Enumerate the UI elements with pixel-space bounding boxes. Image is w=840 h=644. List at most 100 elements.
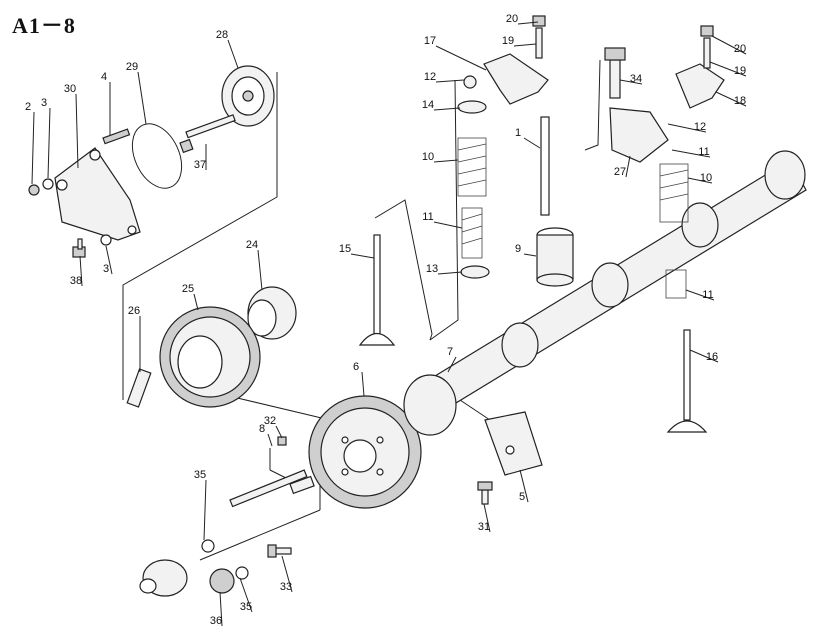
callout-c3a: 3 xyxy=(41,97,51,179)
exhaust-spring xyxy=(659,163,689,299)
callout-number: 36 xyxy=(210,615,222,627)
callout-c30: 30 xyxy=(64,83,79,169)
tappet xyxy=(536,227,574,287)
callout-c35b: 35 xyxy=(239,577,253,613)
callout-c7: 7 xyxy=(447,346,457,373)
callout-leader-line xyxy=(711,35,747,55)
drive-spindle xyxy=(229,469,308,508)
callout-leader-line xyxy=(31,111,35,185)
callout-number: 26 xyxy=(128,305,140,317)
callout-number: 8 xyxy=(259,423,265,435)
flange-wheel xyxy=(221,65,275,127)
callout-number: 12 xyxy=(424,71,436,83)
callout-number: 33 xyxy=(280,581,292,593)
callout-leader-line xyxy=(523,253,537,257)
callout-number: 20 xyxy=(734,43,746,55)
callout-leader-line xyxy=(350,253,375,259)
callout-leader-line xyxy=(219,591,223,627)
callout-leader-line xyxy=(447,356,457,373)
callout-leader-line xyxy=(513,43,537,47)
callout-leader-line xyxy=(667,123,707,133)
callout-leader-line xyxy=(105,245,113,275)
callout-leader-line xyxy=(523,137,541,149)
callout-c12b: 12 xyxy=(667,121,707,133)
callout-c12a: 12 xyxy=(424,71,465,83)
cover-plate xyxy=(54,147,141,241)
callout-c29: 29 xyxy=(126,61,147,125)
callout-number: 30 xyxy=(64,83,76,95)
callout-number: 7 xyxy=(447,346,453,358)
callout-c19a: 19 xyxy=(502,35,537,47)
callout-leader-line xyxy=(715,91,747,107)
push-rod xyxy=(540,116,550,216)
callout-number: 29 xyxy=(126,61,138,73)
callout-leader-line xyxy=(47,107,51,179)
callout-leader-line xyxy=(435,45,487,71)
callout-number: 19 xyxy=(734,65,746,77)
callout-c2: 2 xyxy=(25,101,35,185)
callout-c11c: 11 xyxy=(685,289,715,301)
callout-number: 37 xyxy=(194,159,206,171)
figure-title: A1－8 xyxy=(12,13,76,38)
camshaft xyxy=(403,150,807,436)
callout-leader-line xyxy=(433,107,461,111)
callout-number: 9 xyxy=(515,243,521,255)
callout-leader-line xyxy=(361,371,365,397)
woodruff-key xyxy=(277,436,315,495)
callout-number: 10 xyxy=(422,151,434,163)
rocker-support xyxy=(609,107,669,163)
callout-number: 31 xyxy=(478,521,490,533)
long-bolt xyxy=(179,114,236,154)
callout-leader-line xyxy=(239,577,253,613)
callout-c38: 38 xyxy=(70,255,83,287)
callout-number: 2 xyxy=(25,101,31,113)
idler-gear xyxy=(159,306,261,408)
callout-c37: 37 xyxy=(194,144,207,171)
callout-number: 6 xyxy=(353,361,359,373)
exhaust-valve xyxy=(666,329,708,433)
callout-leader-line xyxy=(483,503,491,533)
callout-c16: 16 xyxy=(689,349,719,363)
callout-number: 17 xyxy=(424,35,436,47)
callout-c10a: 10 xyxy=(422,151,459,163)
callout-c5: 5 xyxy=(519,469,529,503)
callout-number: 11 xyxy=(422,211,433,223)
callout-leader-line xyxy=(257,249,263,291)
callout-leader-line xyxy=(437,271,463,275)
drive-housing xyxy=(139,539,215,597)
callout-number: 5 xyxy=(519,491,525,503)
spring-retainer-top xyxy=(457,75,487,114)
callout-leader-line xyxy=(685,289,715,301)
housing-screw xyxy=(267,481,493,558)
callout-c27: 27 xyxy=(614,155,631,178)
valve-spring-outer xyxy=(457,137,487,197)
callout-leader-line xyxy=(227,39,239,69)
callout-c28: 28 xyxy=(216,29,239,69)
callout-number: 10 xyxy=(700,172,712,184)
spring-seat xyxy=(460,265,490,279)
callout-leader-line xyxy=(203,479,207,541)
callout-number: 4 xyxy=(101,71,107,83)
callout-number: 11 xyxy=(702,289,713,301)
callout-leader-line xyxy=(625,155,631,178)
callout-leader-line xyxy=(689,349,719,363)
callout-leader-line xyxy=(709,61,747,77)
callout-c20a: 20 xyxy=(506,13,539,25)
callout-number: 16 xyxy=(706,351,718,363)
callout-c4: 4 xyxy=(101,71,111,136)
callout-c15: 15 xyxy=(339,243,375,259)
callout-c18: 18 xyxy=(715,91,747,107)
callout-leader-line xyxy=(193,293,199,311)
callout-c33: 33 xyxy=(280,555,293,593)
thrust-plate xyxy=(484,411,543,476)
callout-number: 24 xyxy=(246,239,258,251)
callout-leader-line xyxy=(519,469,529,503)
callout-number: 12 xyxy=(694,121,706,133)
callout-leader-line xyxy=(137,71,147,125)
callout-c36: 36 xyxy=(210,591,223,627)
callout-number: 13 xyxy=(426,263,438,275)
callout-c24: 24 xyxy=(246,239,263,291)
